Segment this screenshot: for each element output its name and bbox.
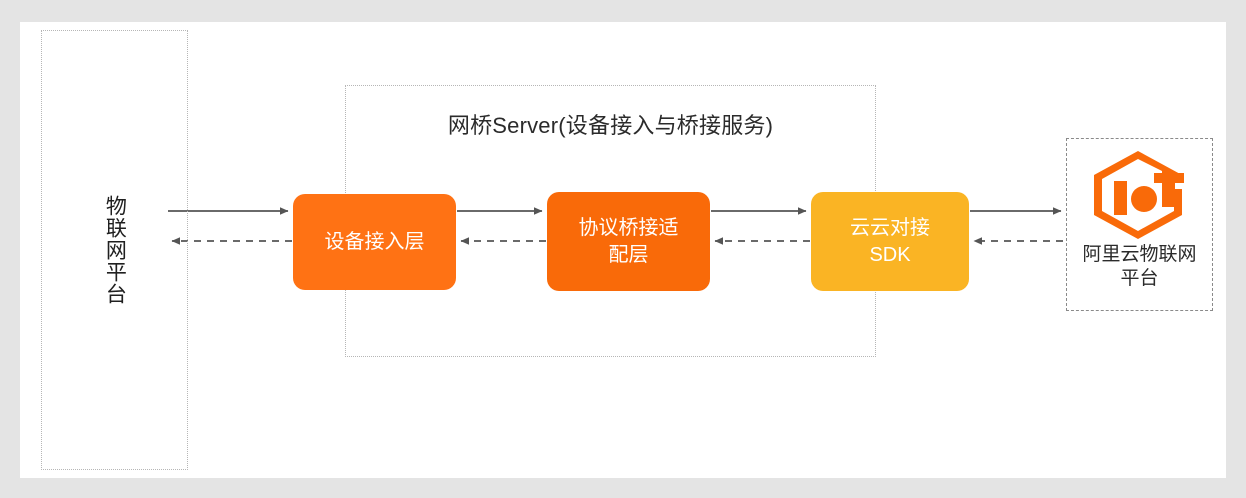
box-protocol-bridge-adapter[interactable]: 协议桥接适 配层 bbox=[547, 192, 710, 291]
box-device-access-layer[interactable]: 设备接入层 bbox=[293, 194, 456, 290]
alibaba-cloud-iot-platform-label: 阿里云物联网 平台 bbox=[1072, 243, 1207, 291]
iot-platform-left-box[interactable]: 物联网平台 bbox=[41, 30, 188, 470]
diagram-canvas: 物联网平台 网桥Server(设备接入与桥接服务) 设备接入层 协议桥接适 配层… bbox=[20, 22, 1226, 478]
box-device-access-layer-label: 设备接入层 bbox=[324, 230, 425, 253]
iot-platform-left-label: 物联网平台 bbox=[103, 195, 127, 305]
box-cloud-to-cloud-sdk[interactable]: 云云对接 SDK bbox=[811, 192, 969, 291]
bridge-server-container[interactable]: 网桥Server(设备接入与桥接服务) bbox=[345, 85, 876, 357]
box-protocol-bridge-line1: 协议桥接适 bbox=[578, 216, 679, 239]
alibaba-cloud-iot-platform-box[interactable]: 阿里云物联网 平台 bbox=[1066, 138, 1213, 311]
iot-platform-right-line1: 阿里云物联网 bbox=[1082, 244, 1197, 265]
alibaba-cloud-iot-logo-icon bbox=[1093, 151, 1184, 239]
box-cloud-to-cloud-sdk-label: 云云对接 SDK bbox=[850, 215, 930, 269]
box-cloud-sdk-line1: 云云对接 bbox=[850, 216, 930, 239]
box-protocol-bridge-line2: 配层 bbox=[608, 243, 649, 266]
box-protocol-bridge-adapter-label: 协议桥接适 配层 bbox=[579, 215, 679, 269]
box-cloud-sdk-line2: SDK bbox=[869, 243, 911, 266]
bridge-server-title: 网桥Server(设备接入与桥接服务) bbox=[447, 113, 774, 138]
iot-platform-right-line2: 平台 bbox=[1120, 267, 1159, 289]
